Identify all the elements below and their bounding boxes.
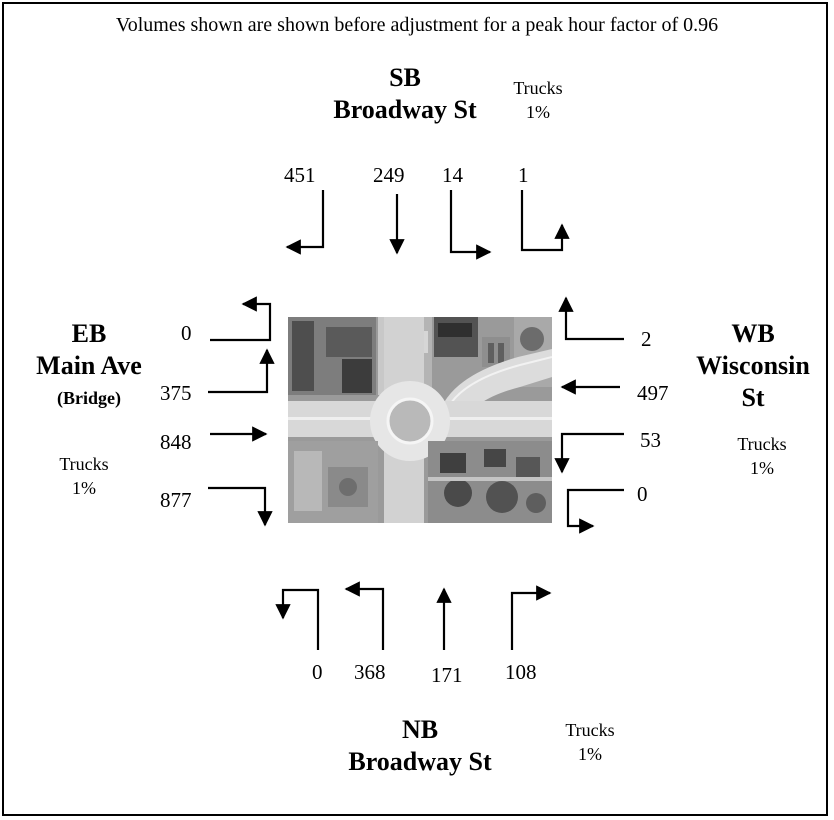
sb-volume-1: 451 — [284, 163, 316, 187]
wb-trucks-pct: 1% — [750, 458, 774, 478]
sb-u-turn-arrow — [520, 190, 570, 252]
eb-volume-3: 848 — [160, 430, 192, 454]
wb-trucks: Trucks 1% — [722, 432, 802, 480]
sb-approach-label: SB Broadway St — [300, 62, 510, 126]
wb-volume-3: 53 — [640, 428, 661, 452]
roundabout-aerial-image — [288, 317, 552, 523]
sb-trucks-pct: 1% — [526, 102, 550, 122]
nb-approach-label: NB Broadway St — [310, 714, 530, 778]
wb-trucks-label: Trucks — [737, 434, 787, 454]
nb-trucks: Trucks 1% — [550, 718, 630, 766]
wb-volume-4: 0 — [637, 482, 648, 506]
wb-volume-2: 497 — [637, 381, 669, 405]
sb-street: Broadway St — [333, 95, 477, 124]
wb-street-line1: Wisconsin — [696, 351, 810, 380]
nb-left-turn-arrow — [344, 581, 385, 650]
nb-trucks-pct: 1% — [578, 744, 602, 764]
wb-u-turn-arrow — [566, 488, 624, 534]
sb-volume-4: 1 — [518, 163, 529, 187]
sb-volume-2: 249 — [373, 163, 405, 187]
sb-direction: SB — [389, 63, 421, 92]
sb-volume-3: 14 — [442, 163, 463, 187]
eb-volume-1: 0 — [181, 321, 192, 345]
eb-street: Main Ave — [36, 351, 142, 380]
sb-trucks: Trucks 1% — [498, 76, 578, 124]
nb-volume-1: 0 — [312, 660, 323, 684]
sb-left-turn-arrow — [449, 190, 492, 260]
wb-left-turn-arrow — [554, 432, 624, 474]
wb-volume-1: 2 — [641, 327, 652, 351]
eb-right-turn-arrow — [208, 486, 273, 527]
peak-hour-note: Volumes shown are shown before adjustmen… — [115, 14, 719, 36]
eb-direction: EB — [71, 319, 107, 348]
nb-street: Broadway St — [348, 747, 492, 776]
nb-volume-3: 171 — [431, 663, 463, 687]
eb-u-turn-arrow — [210, 296, 272, 342]
nb-volume-2: 368 — [354, 660, 386, 684]
nb-u-turn-arrow — [275, 588, 320, 650]
sb-right-turn-arrow — [285, 190, 325, 255]
sb-trucks-label: Trucks — [513, 78, 563, 98]
eb-left-turn-arrow — [208, 348, 275, 394]
nb-volume-4: 108 — [505, 660, 537, 684]
wb-street-line2: St — [741, 383, 765, 412]
eb-trucks: Trucks 1% — [44, 452, 124, 500]
wb-approach-label: WB Wisconsin St — [680, 318, 826, 414]
eb-trucks-pct: 1% — [72, 478, 96, 498]
eb-qualifier: (Bridge) — [57, 388, 121, 408]
wb-right-turn-arrow — [558, 296, 624, 341]
eb-volume-2: 375 — [160, 381, 192, 405]
nb-trucks-label: Trucks — [565, 720, 615, 740]
nb-direction: NB — [401, 715, 439, 744]
eb-volume-4: 877 — [160, 488, 192, 512]
nb-right-turn-arrow — [510, 585, 552, 650]
wb-direction: WB — [731, 319, 775, 348]
eb-trucks-label: Trucks — [59, 454, 109, 474]
eb-approach-label: EB Main Ave (Bridge) — [18, 318, 160, 414]
